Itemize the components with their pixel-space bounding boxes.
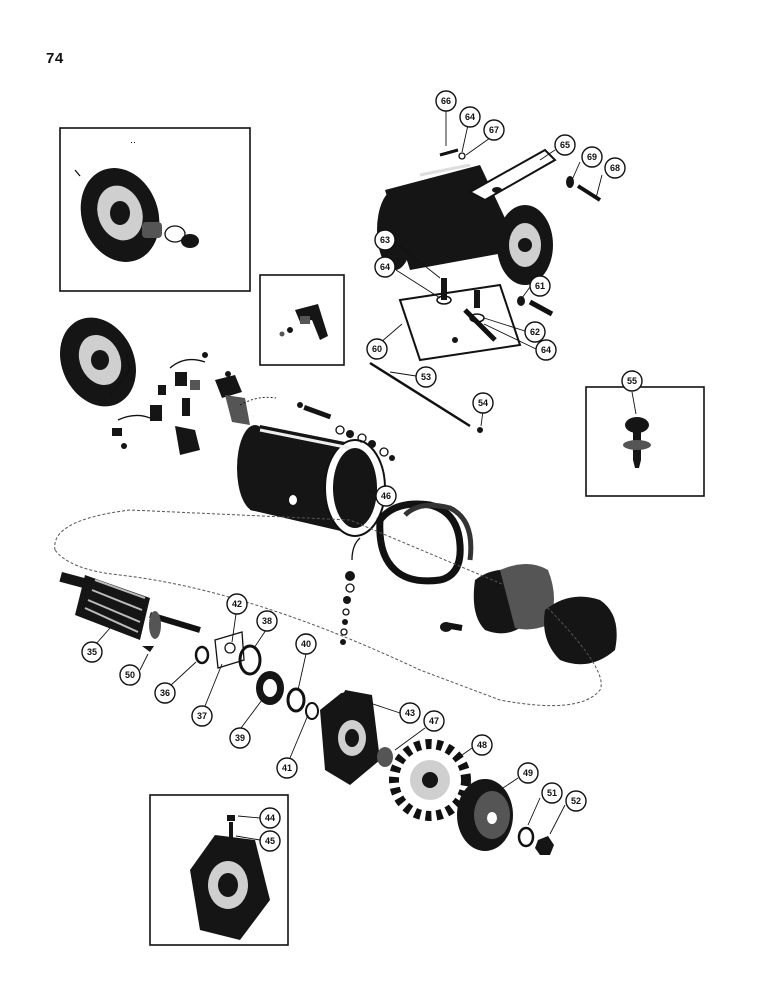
svg-text:52: 52 — [571, 796, 581, 806]
svg-text:68: 68 — [610, 163, 620, 173]
inset-brush-holder — [259, 274, 345, 366]
callout-52: 52 — [565, 790, 587, 812]
callout-47: 47 — [423, 710, 445, 732]
brush-parts — [112, 352, 250, 455]
inset-end-plate — [149, 794, 289, 946]
svg-text:48: 48 — [477, 740, 487, 750]
callout-64-mount: 64 — [535, 339, 557, 361]
callout-36: 36 — [154, 682, 176, 704]
svg-text:42: 42 — [232, 599, 242, 609]
svg-text:43: 43 — [405, 708, 415, 718]
callout-49: 49 — [517, 762, 539, 784]
svg-text:64: 64 — [541, 345, 551, 355]
callout-50: 50 — [119, 664, 141, 686]
svg-text:‥: ‥ — [130, 135, 136, 145]
svg-text:47: 47 — [429, 716, 439, 726]
svg-text:50: 50 — [125, 670, 135, 680]
pulley — [457, 779, 513, 851]
callout-61: 61 — [529, 275, 551, 297]
callout-66: 66 — [435, 90, 457, 112]
inset-bolt-55 — [585, 386, 705, 497]
svg-text:40: 40 — [301, 639, 311, 649]
svg-text:60: 60 — [372, 344, 382, 354]
svg-text:66: 66 — [441, 96, 451, 106]
callout-35: 35 — [81, 641, 103, 663]
svg-text:35: 35 — [87, 647, 97, 657]
callout-53: 53 — [415, 366, 437, 388]
callout-45: 45 — [259, 830, 281, 852]
callout-39: 39 — [229, 727, 251, 749]
bearing-parts — [194, 631, 319, 720]
svg-text:36: 36 — [160, 688, 170, 698]
svg-text:67: 67 — [489, 125, 499, 135]
svg-text:65: 65 — [560, 140, 570, 150]
callout-38: 38 — [256, 610, 278, 632]
callout-64-top: 64 — [459, 106, 481, 128]
callout-62: 62 — [524, 321, 546, 343]
svg-text:41: 41 — [282, 763, 292, 773]
through-bolt — [369, 361, 471, 428]
armature — [59, 572, 201, 640]
svg-text:49: 49 — [523, 768, 533, 778]
callout-65: 65 — [554, 134, 576, 156]
callout-48: 48 — [471, 734, 493, 756]
svg-text:64: 64 — [380, 262, 390, 272]
armature-route-line — [54, 509, 602, 707]
callout-67: 67 — [483, 119, 505, 141]
through-bolt-washer — [477, 427, 483, 433]
callout-55: 55 — [621, 370, 643, 392]
svg-text:61: 61 — [535, 281, 545, 291]
svg-text:45: 45 — [265, 836, 275, 846]
svg-text:44: 44 — [265, 813, 275, 823]
callout-42: 42 — [226, 593, 248, 615]
svg-text:38: 38 — [262, 616, 272, 626]
page-number: 74 — [46, 50, 64, 67]
svg-text:63: 63 — [380, 235, 390, 245]
svg-text:46: 46 — [381, 491, 391, 501]
callout-43: 43 — [399, 702, 421, 724]
svg-text:51: 51 — [547, 788, 557, 798]
callout-44: 44 — [259, 807, 281, 829]
callout-41: 41 — [276, 757, 298, 779]
callout-63: 63 — [374, 229, 396, 251]
callout-37: 37 — [191, 705, 213, 727]
inset-drive-end-head: ‥ — [59, 127, 251, 292]
woodruff-key — [142, 646, 154, 652]
callout-51: 51 — [541, 782, 563, 804]
callout-54: 54 — [472, 392, 494, 414]
callout-64-bracket: 64 — [374, 256, 396, 278]
pulley-nut — [535, 836, 554, 855]
callout-69: 69 — [581, 146, 603, 168]
svg-text:69: 69 — [587, 152, 597, 162]
field-coils — [376, 500, 617, 665]
svg-text:55: 55 — [627, 376, 637, 386]
svg-text:62: 62 — [530, 327, 540, 337]
svg-text:64: 64 — [465, 112, 475, 122]
callout-68: 68 — [604, 157, 626, 179]
callout-40: 40 — [295, 633, 317, 655]
callout-60: 60 — [366, 338, 388, 360]
svg-text:53: 53 — [421, 372, 431, 382]
drive-end-frame — [320, 687, 380, 785]
svg-text:54: 54 — [478, 398, 488, 408]
commutator-end-head — [60, 317, 136, 407]
lock-washer — [517, 826, 535, 848]
terminal-hardware — [297, 402, 395, 645]
spacer — [377, 747, 393, 767]
callout-46: 46 — [375, 485, 397, 507]
svg-text:37: 37 — [197, 711, 207, 721]
svg-text:39: 39 — [235, 733, 245, 743]
fan — [389, 739, 471, 821]
